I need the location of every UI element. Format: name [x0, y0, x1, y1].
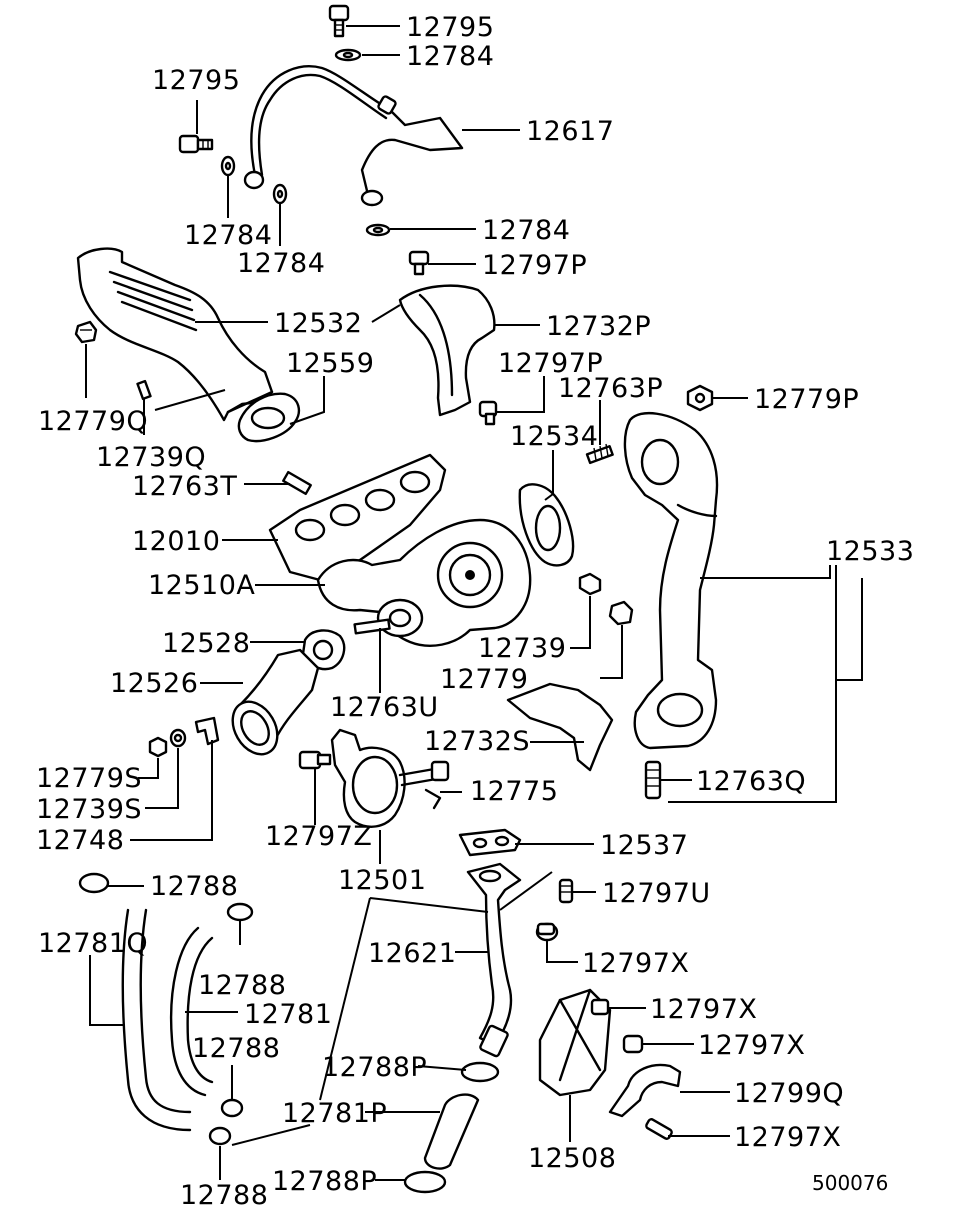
part-number-label: 12779Q	[38, 406, 148, 437]
part-number-label: 12010	[132, 526, 220, 557]
callout-labels: 12795 12784 12795 12617 12784 12784 1278…	[36, 12, 914, 1210]
part-number-label: 12763P	[558, 373, 663, 404]
part-number-label: 12795	[406, 12, 494, 43]
hose-part	[423, 1093, 480, 1170]
part-number-label: 12797X	[698, 1030, 805, 1061]
part-number-label: 12739S	[36, 794, 142, 825]
part-number-label: 12784	[482, 215, 570, 246]
part-number-label: 12788	[150, 871, 238, 902]
part-number-label: 12779	[440, 664, 528, 695]
stud-part	[644, 760, 662, 800]
part-number-label: 12533	[826, 536, 914, 567]
part-number-label: 12537	[600, 830, 688, 861]
part-number-label: 12621	[368, 938, 456, 969]
clamp-part	[608, 1063, 682, 1118]
part-number-label: 12797Z	[265, 821, 372, 852]
part-number-label: 12784	[184, 220, 272, 251]
part-number-label: 12739Q	[96, 442, 206, 473]
stud-part	[585, 443, 614, 465]
exhaust-manifold-part	[268, 453, 447, 582]
leader-lines	[85, 25, 863, 1181]
oil-return-pipe-part	[466, 862, 522, 1058]
part-number-label: 12797P	[498, 348, 603, 379]
part-number-label: 12797X	[582, 948, 689, 979]
bolt-part	[408, 250, 430, 276]
gasket-part	[518, 483, 575, 567]
diagram-reference-code: 500076	[812, 1171, 888, 1195]
part-number-label: 12788	[180, 1180, 268, 1210]
part-number-label: 12559	[286, 348, 374, 379]
part-number-label: 12784	[237, 248, 325, 279]
bolt-part	[535, 922, 559, 942]
washer-part	[169, 728, 187, 748]
bracket-part	[538, 988, 612, 1097]
stud-part	[136, 379, 152, 401]
bolt-part	[298, 750, 332, 770]
part-number-label: 12501	[338, 865, 426, 896]
part-number-label: 12617	[526, 116, 614, 147]
bolt-part	[478, 400, 498, 426]
part-number-label: 12795	[152, 65, 240, 96]
part-number-label: 12763U	[330, 692, 439, 723]
heat-protector-part	[398, 284, 496, 417]
nut-part	[578, 572, 634, 626]
heat-insulator-part	[76, 247, 274, 422]
part-number-label: 12781	[244, 999, 332, 1030]
part-number-label: 12784	[406, 41, 494, 72]
part-number-label: 12775	[470, 776, 558, 807]
part-number-label: 12534	[510, 421, 598, 452]
part-number-label: 12739	[478, 633, 566, 664]
part-number-label: 12510A	[148, 570, 255, 601]
part-number-label: 12763T	[132, 471, 237, 502]
washer-part	[334, 48, 362, 62]
bolt-part	[558, 878, 574, 904]
part-number-label: 12797U	[602, 878, 711, 909]
nut-part	[74, 320, 98, 344]
bracket-part	[194, 716, 220, 746]
part-number-label: 12781Q	[38, 928, 148, 959]
wastegate-actuator-part	[330, 728, 450, 828]
part-number-label: 12748	[36, 825, 124, 856]
part-number-label: 12797P	[482, 250, 587, 281]
part-number-label: 12732S	[424, 726, 530, 757]
hose-part	[121, 908, 192, 1132]
gasket-part	[301, 629, 346, 671]
gasket-part	[458, 828, 522, 857]
stud-part	[282, 470, 312, 496]
oil-pipe-part	[243, 65, 464, 207]
clip-part	[424, 788, 442, 810]
bolt-part	[328, 4, 350, 38]
elbow-pipe-part	[231, 648, 320, 756]
nut-part	[148, 736, 168, 758]
part-number-label: 12779S	[36, 763, 142, 794]
bolt-part	[178, 134, 214, 154]
hose-part	[169, 926, 214, 1097]
part-number-label: 12781P	[282, 1098, 387, 1129]
exhaust-pipe-part	[623, 412, 719, 750]
part-number-label: 12779P	[754, 384, 859, 415]
part-number-label: 12797X	[650, 994, 757, 1025]
part-number-label: 12763Q	[696, 766, 806, 797]
part-number-label: 12797X	[734, 1122, 841, 1153]
part-number-label: 12528	[162, 628, 250, 659]
heat-protector-part	[506, 682, 614, 772]
part-number-label: 12788P	[272, 1166, 377, 1197]
part-number-label: 12526	[110, 668, 198, 699]
part-number-label: 12799Q	[734, 1078, 844, 1109]
washer-part	[220, 155, 391, 237]
stud-part	[353, 618, 391, 635]
part-number-label: 12788	[198, 970, 286, 1001]
part-number-label: 12788	[192, 1033, 280, 1064]
hose-clamp-part	[78, 872, 254, 1146]
part-number-label: 12788P	[322, 1052, 427, 1083]
hose-clamp-part	[403, 1061, 500, 1194]
nut-part	[686, 384, 714, 412]
part-number-label: 12508	[528, 1143, 616, 1174]
turbocharger-part	[316, 518, 532, 647]
part-number-label: 12532	[274, 308, 362, 339]
part-number-label: 12732P	[546, 311, 651, 342]
